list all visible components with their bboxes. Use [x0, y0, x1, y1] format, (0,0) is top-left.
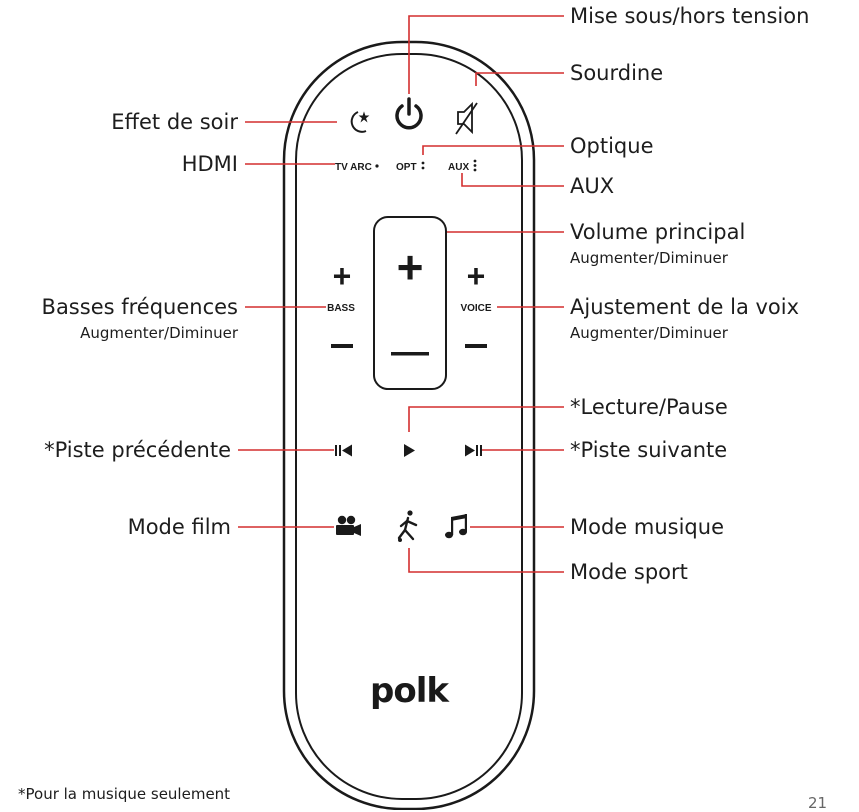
- polk-logo: polk: [370, 671, 450, 711]
- opt-dot-1: [421, 161, 425, 165]
- tv-arc-label[interactable]: TV ARC: [335, 162, 372, 173]
- callout-volume: Volume principal: [570, 220, 746, 244]
- callout-mute: Sourdine: [570, 61, 664, 85]
- callout-night: Effet de soir: [111, 110, 238, 134]
- leader-aux: [461, 173, 564, 187]
- movie-camera-icon[interactable]: [336, 515, 361, 536]
- page-number: 21: [808, 794, 828, 812]
- leader-lines: [238, 15, 564, 573]
- tv-arc-dot: [375, 164, 379, 168]
- leader-play: [408, 406, 564, 432]
- leader-optical: [422, 145, 564, 155]
- footnote: *Pour la musique seulement: [18, 785, 231, 803]
- bass-label: BASS: [327, 303, 355, 314]
- bass-minus-bar[interactable]: [331, 344, 353, 348]
- callout-voice-sub: Augmenter/Diminuer: [570, 324, 728, 342]
- callout-sport: Mode sport: [570, 560, 688, 584]
- play-icon[interactable]: [404, 444, 415, 457]
- night-moon-icon[interactable]: [350, 111, 370, 133]
- callout-optical: Optique: [570, 134, 654, 158]
- next-track-icon[interactable]: [465, 444, 482, 457]
- callout-movie: Mode film: [127, 515, 231, 539]
- aux-label[interactable]: AUX: [448, 162, 469, 173]
- volume-minus-bar[interactable]: [391, 352, 429, 356]
- opt-dot-2: [421, 166, 425, 170]
- volume-rocker[interactable]: [373, 216, 447, 390]
- aux-dot-1: [473, 159, 477, 163]
- sport-runner-icon[interactable]: [397, 510, 418, 542]
- leader-sport: [408, 548, 564, 573]
- aux-dot-3: [473, 168, 477, 172]
- callout-bass: Basses fréquences: [41, 295, 238, 319]
- prev-track-icon[interactable]: [335, 444, 352, 457]
- callout-power: Mise sous/hors tension: [570, 4, 810, 28]
- aux-dot-2: [473, 164, 477, 167]
- callout-aux: AUX: [570, 174, 615, 198]
- leader-power: [408, 15, 564, 94]
- callout-hdmi: HDMI: [181, 152, 238, 176]
- voice-plus[interactable]: +: [467, 258, 486, 294]
- volume-plus[interactable]: +: [397, 241, 424, 293]
- leader-mute: [475, 72, 564, 86]
- power-icon[interactable]: [395, 97, 423, 130]
- callout-play: *Lecture/Pause: [570, 395, 728, 419]
- voice-minus-bar[interactable]: [465, 344, 487, 348]
- music-note-icon[interactable]: [445, 514, 467, 539]
- mute-icon[interactable]: [455, 101, 478, 135]
- callout-music: Mode musique: [570, 515, 724, 539]
- callout-bass-sub: Augmenter/Diminuer: [80, 324, 238, 342]
- callout-next: *Piste suivante: [570, 438, 728, 462]
- voice-label: VOICE: [460, 303, 491, 314]
- bass-plus[interactable]: +: [333, 258, 352, 294]
- callout-prev: *Piste précédente: [44, 438, 231, 462]
- opt-label[interactable]: OPT: [396, 162, 417, 173]
- callout-volume-sub: Augmenter/Diminuer: [570, 249, 728, 267]
- callout-voice: Ajustement de la voix: [570, 295, 800, 319]
